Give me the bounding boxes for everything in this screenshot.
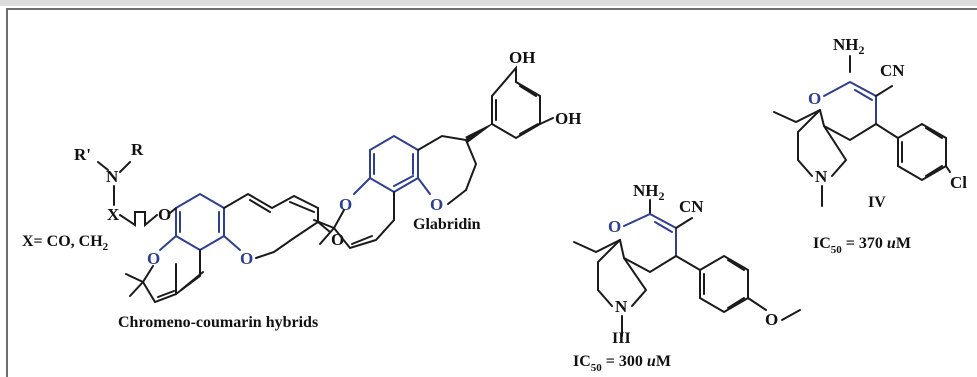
chromeno-coumarin-label: Chromeno-coumarin hybrids xyxy=(118,314,318,331)
svg-text:NH2: NH2 xyxy=(833,35,865,57)
atom-o-pyran: O xyxy=(147,249,160,268)
svg-text:NH2: NH2 xyxy=(633,181,665,203)
ic50-unit-u-iii: u xyxy=(647,353,656,370)
atom-cl-iv: Cl xyxy=(950,173,967,192)
x-substituent-label: X= CO, CH xyxy=(22,233,103,250)
top-bar xyxy=(0,0,977,6)
ic50-sub-iii: 50 xyxy=(591,362,603,374)
atom-o-iv: O xyxy=(808,89,821,108)
svg-text:IC50 = 300 uM: IC50 = 300 uM xyxy=(573,353,671,374)
atom-nh2-iii: NH xyxy=(633,181,659,200)
ic50-unit-u-iv: u xyxy=(887,235,896,252)
ic50-unit-m-iii: M xyxy=(656,353,671,370)
atom-nh2-iv-sub: 2 xyxy=(859,43,865,57)
ic50-value-iv: = 370 xyxy=(842,235,887,252)
compound-iii-structure: NH2 CN O N O xyxy=(573,181,801,337)
chromeno-coumarin-structure: R' R N X O O O O xyxy=(74,140,344,304)
atom-x: X xyxy=(107,205,120,224)
atom-n-iv: N xyxy=(815,167,828,186)
atom-o-lactone: O xyxy=(240,249,253,268)
atom-nh2-iv: NH xyxy=(833,35,859,54)
compound-iv-structure: NH2 CN O N Cl xyxy=(773,35,967,207)
x-substituent-subscript: 2 xyxy=(103,241,109,253)
figure-frame xyxy=(6,8,977,377)
atom-r: R xyxy=(131,140,144,159)
atom-o-glab-pyran: O xyxy=(339,195,352,214)
atom-n: N xyxy=(106,167,119,186)
compound-iii-label: III xyxy=(612,330,631,347)
atom-o-chroman: O xyxy=(430,195,443,214)
glabridin-structure: OH OH O O xyxy=(313,48,581,250)
atom-o-carbonyl: O xyxy=(331,230,344,249)
atom-r-prime: R' xyxy=(74,145,91,164)
atom-o-methoxy-iii: O xyxy=(765,310,778,329)
atom-cn-iv: CN xyxy=(880,61,905,80)
ic50-sub-iv: 50 xyxy=(831,244,843,256)
ic50-prefix-iii: IC xyxy=(573,353,591,370)
atom-nh2-iii-sub: 2 xyxy=(659,189,665,203)
atom-n-iii: N xyxy=(615,297,628,316)
glabridin-label: Glabridin xyxy=(413,216,481,233)
ic50-value-iii: = 300 xyxy=(602,353,647,370)
atom-oh-right: OH xyxy=(555,109,581,128)
ic50-unit-m-iv: M xyxy=(896,235,911,252)
compound-iv-label: IV xyxy=(868,194,886,211)
atom-oh-top: OH xyxy=(509,48,535,67)
atom-o-linker: O xyxy=(158,205,171,224)
svg-text:X= CO, CH2: X= CO, CH2 xyxy=(22,233,109,253)
svg-text:IC50 = 370 uM: IC50 = 370 uM xyxy=(813,235,911,256)
ic50-prefix-iv: IC xyxy=(813,235,831,252)
atom-cn-iii: CN xyxy=(679,197,704,216)
atom-o-iii: O xyxy=(608,217,621,236)
